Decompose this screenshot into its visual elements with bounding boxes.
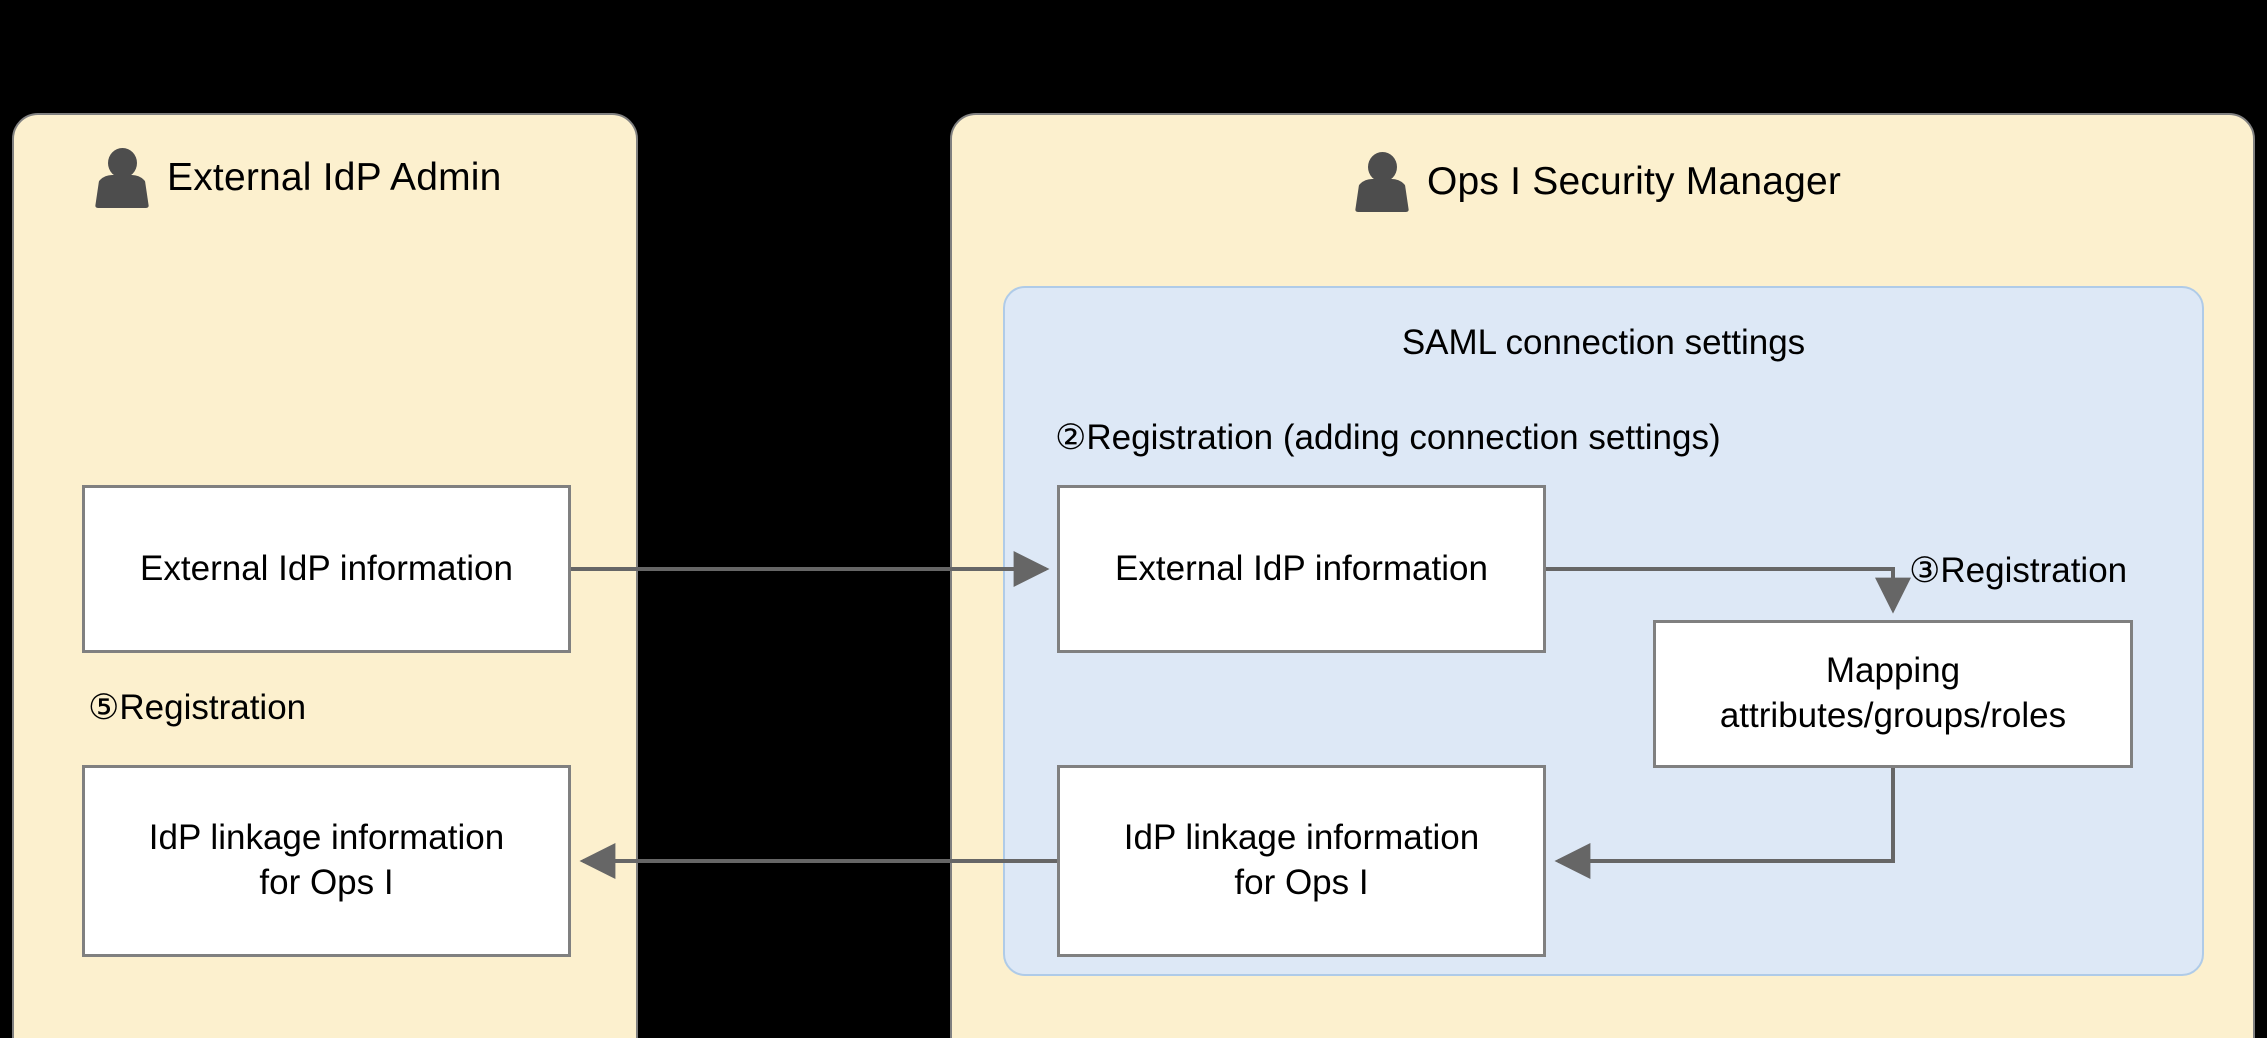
step-label-5-registration: ⑤Registration <box>88 688 307 727</box>
person-icon-head <box>1368 152 1397 182</box>
person-icon <box>95 148 149 208</box>
person-icon-head <box>108 148 137 178</box>
person-icon-body <box>1355 179 1409 212</box>
person-icon-body <box>95 175 149 208</box>
saml-panel-title: SAML connection settings <box>1401 323 1806 362</box>
step-label-3-registration: ③Registration <box>1909 551 2128 590</box>
box-external-idp-information-left: External IdP information <box>82 485 571 653</box>
step-label-2-registration: ②Registration (adding connection setting… <box>1055 418 1721 457</box>
swimlane-title-external-idp-admin: External IdP Admin <box>167 156 502 199</box>
person-icon <box>1355 152 1409 212</box>
swimlane-header-ops-i-security-manager: Ops I Security Manager <box>1355 152 1841 212</box>
box-external-idp-information-right: External IdP information <box>1057 485 1546 653</box>
swimlane-header-external-idp-admin: External IdP Admin <box>95 148 502 208</box>
swimlane-title-ops-i-security-manager: Ops I Security Manager <box>1427 160 1842 203</box>
